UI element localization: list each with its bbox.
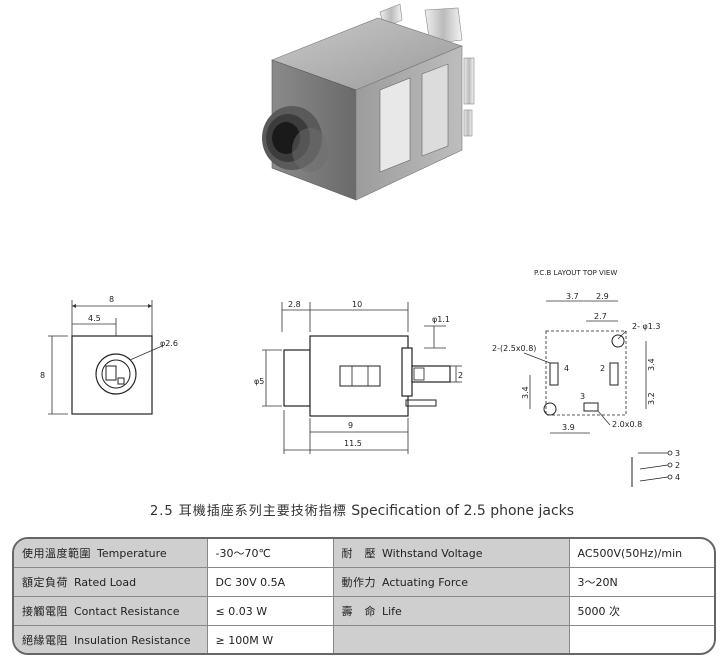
pcb-dim-32: 3.2 <box>647 392 656 405</box>
pcb-slots: 2-(2.5x0.8) <box>492 344 536 353</box>
product-photo <box>262 3 475 201</box>
schematic-pin-4: 4 <box>675 473 680 482</box>
front-height-dim: 8 <box>40 371 45 380</box>
schematic-pin-2: 2 <box>675 461 680 470</box>
pcb-layout-drawing: P.C.B LAYOUT TOP VIEW 3.7 2.9 2.7 2- φ1.… <box>492 269 680 487</box>
side-diameter-dim: φ5 <box>254 377 264 386</box>
spec-value: ≥ 100M W <box>206 625 334 653</box>
front-width-dim: 8 <box>109 295 114 304</box>
spec-value: DC 30V 0.5A <box>206 567 334 597</box>
side-gap-dim: 2 <box>458 371 463 380</box>
pcb-dim-208: 2.0x0.8 <box>612 420 642 429</box>
side-offset-dim: 2.8 <box>288 300 301 309</box>
pcb-dim-37: 3.7 <box>566 292 579 301</box>
spec-value: -30～70℃ <box>206 539 334 568</box>
spec-label <box>332 625 570 653</box>
pcb-pin-2: 2 <box>600 364 605 373</box>
side-view-drawing: 2.8 10 φ1.1 φ5 2 9 11.5 <box>254 300 463 454</box>
jack-schematic: 3 2 4 <box>631 449 680 487</box>
spec-value: 5000 次 <box>568 596 714 626</box>
spec-value: ≤ 0.03 W <box>206 596 334 626</box>
front-offset-dim: 4.5 <box>88 314 101 323</box>
front-hole-dim: φ2.6 <box>160 339 178 348</box>
pcb-pin-4: 4 <box>564 364 569 373</box>
side-length-dim: 10 <box>352 300 362 309</box>
spec-title-en: Specification of 2.5 phone jacks <box>351 503 575 519</box>
pcb-dim-34b: 3.4 <box>521 386 530 399</box>
front-view-drawing: 8 4.5 8 φ2.6 <box>40 295 178 415</box>
spec-value <box>568 625 714 653</box>
spec-title: 2.5 耳機插座系列主要技術指標 Specification of 2.5 ph… <box>0 500 724 519</box>
pcb-dim-27: 2.7 <box>594 312 607 321</box>
spec-value: 3～20N <box>568 567 714 597</box>
spec-value: AC500V(50Hz)/min <box>568 539 714 568</box>
pcb-dim-29: 2.9 <box>596 292 609 301</box>
schematic-pin-3: 3 <box>675 449 680 458</box>
spec-title-zh: 2.5 耳機插座系列主要技術指標 <box>149 504 347 519</box>
side-total-dim: 11.5 <box>344 439 362 448</box>
pcb-dim-34a: 3.4 <box>647 358 656 371</box>
pcb-title: P.C.B LAYOUT TOP VIEW <box>534 269 617 277</box>
pcb-pin-3: 3 <box>580 392 585 401</box>
pcb-dim-39: 3.9 <box>562 423 575 432</box>
side-inner-dim: 9 <box>348 421 353 430</box>
side-pin-dim: φ1.1 <box>432 315 450 324</box>
pcb-holes: 2- φ1.3 <box>632 322 661 331</box>
